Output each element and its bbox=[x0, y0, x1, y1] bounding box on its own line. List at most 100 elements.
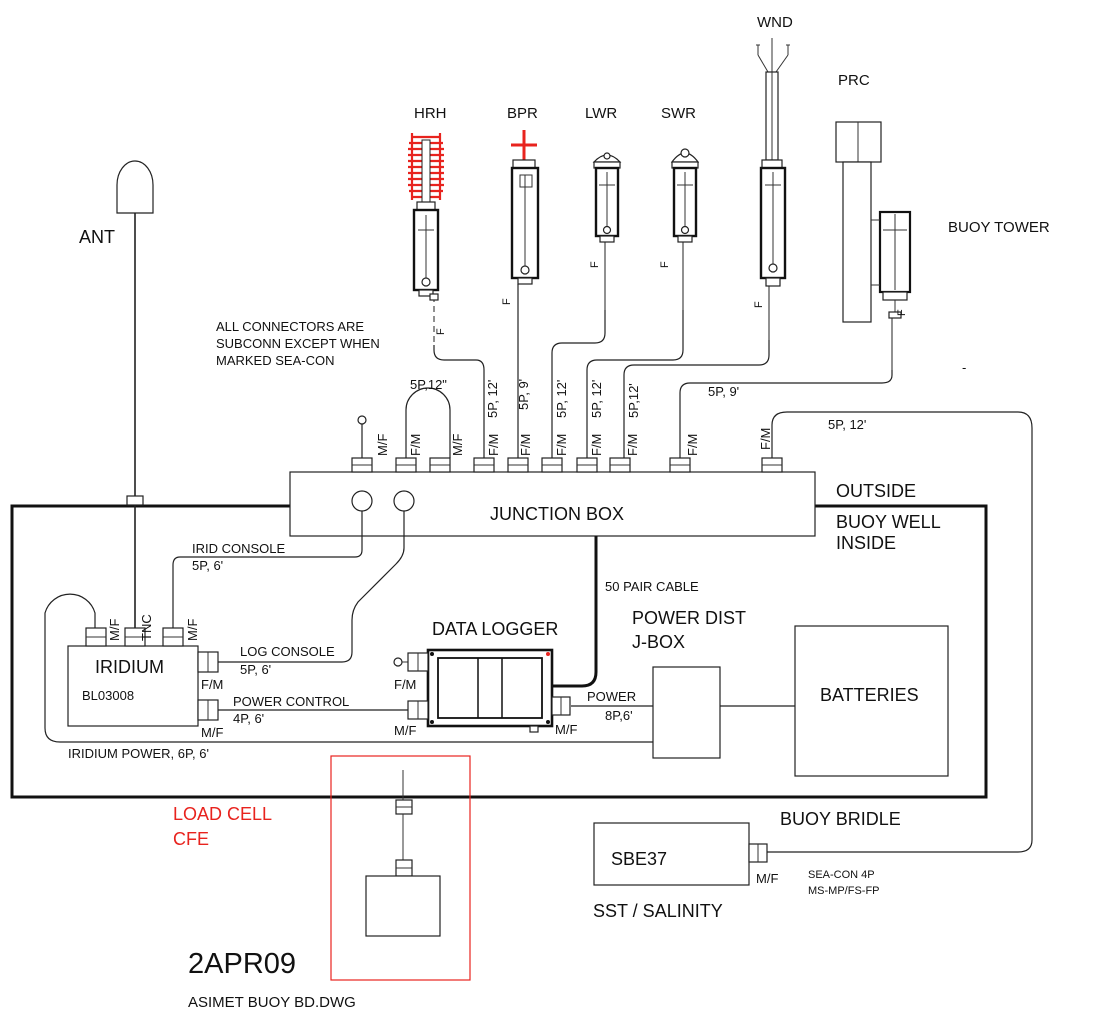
iridium-label: IRIDIUM bbox=[95, 657, 164, 677]
wnd-cable bbox=[623, 340, 770, 458]
sensor-label-lwr: LWR bbox=[585, 105, 617, 122]
lwr-cable-label: 5P, 12' bbox=[554, 380, 569, 418]
bpr-sensor bbox=[510, 130, 540, 460]
load-cell bbox=[330, 755, 471, 981]
sst-salinity-label: SST / SALINITY bbox=[593, 901, 723, 921]
lwr-cable bbox=[551, 310, 606, 458]
junction-penetrator-1 bbox=[351, 490, 373, 512]
iridium-conn-1-gender: M/F bbox=[107, 619, 122, 641]
prc-cable-label: 5P, 9' bbox=[708, 384, 739, 399]
logger-conn-1-gender: F/M bbox=[394, 677, 416, 692]
connector-note-line-2: SUBCONN EXCEPT WHEN bbox=[216, 336, 380, 351]
jb-conn-4-gender: F/M bbox=[486, 434, 501, 456]
sbe37-cable-label: 5P, 12' bbox=[828, 417, 866, 432]
wnd-sensor bbox=[756, 38, 790, 340]
iridium-serial: BL03008 bbox=[82, 688, 134, 703]
jb-conn-9-gender: F/M bbox=[685, 434, 700, 456]
sensor-cables bbox=[357, 310, 1033, 853]
loop-cable bbox=[405, 387, 451, 458]
jb-conn-6-gender: F/M bbox=[554, 434, 569, 456]
fifty-pair-cable bbox=[552, 536, 598, 688]
bpr-cable-label: 5P, 9' bbox=[516, 379, 531, 410]
drawing-filename: ASIMET BUOY BD.DWG bbox=[188, 994, 356, 1011]
logger-conn-2-gender: M/F bbox=[394, 723, 416, 738]
stray-dash-mark: - bbox=[962, 360, 966, 375]
power-control-label: POWER CONTROL bbox=[233, 694, 349, 709]
swr-cable bbox=[586, 310, 684, 458]
swr-cable-label: 5P, 12' bbox=[589, 380, 604, 418]
iridium-tnc-label: TNC bbox=[139, 614, 154, 641]
prc-sensor bbox=[835, 121, 912, 370]
power-dist-label: POWER DIST bbox=[632, 608, 746, 628]
sensor-label-bpr: BPR bbox=[507, 105, 538, 122]
junction-penetrator-2 bbox=[393, 490, 415, 512]
sensor-label-prc: PRC bbox=[838, 72, 870, 89]
hrh-sensor bbox=[408, 133, 444, 345]
iridium-connectors bbox=[85, 627, 219, 721]
log-console-cable bbox=[218, 511, 405, 663]
jb-conn-10-gender: F/M bbox=[758, 428, 773, 450]
seacon-spec-1: SEA-CON 4P bbox=[808, 869, 875, 881]
hrh-cable-label: 5P, 12' bbox=[485, 380, 500, 418]
iridium-conn-3-gender: M/F bbox=[185, 619, 200, 641]
drawing-date: 2APR09 bbox=[188, 948, 296, 980]
data-logger bbox=[407, 648, 571, 733]
jb-conn-7-gender: F/M bbox=[589, 434, 604, 456]
hrh-cable bbox=[433, 345, 485, 458]
log-console-label: LOG CONSOLE bbox=[240, 644, 335, 659]
junction-connectors bbox=[351, 457, 783, 473]
outside-label: OUTSIDE bbox=[836, 481, 916, 501]
logger-conn-3-gender: M/F bbox=[555, 722, 577, 737]
jbox-label: J-BOX bbox=[632, 632, 685, 652]
sbe37-conn-gender: M/F bbox=[756, 871, 778, 886]
power-cable-spec: 8P,6' bbox=[605, 708, 633, 723]
connector-note-line-3: MARKED SEA-CON bbox=[216, 353, 334, 368]
irid-console-label: IRID CONSOLE bbox=[192, 541, 286, 556]
irid-console-spec: 5P, 6' bbox=[192, 558, 223, 573]
irid-console-cable bbox=[172, 511, 363, 628]
antenna-label: ANT bbox=[79, 227, 115, 247]
lwr-female-label: F bbox=[589, 261, 601, 268]
iridium-conn-4-gender: F/M bbox=[201, 677, 223, 692]
batteries-label: BATTERIES bbox=[820, 685, 919, 705]
buoy-bridle-label: BUOY BRIDLE bbox=[780, 809, 901, 829]
power-dist-jbox bbox=[652, 666, 721, 759]
lwr-sensor bbox=[592, 152, 622, 310]
buoy-well-label: BUOY WELL bbox=[836, 512, 941, 532]
cfe-label: CFE bbox=[173, 829, 209, 849]
jb-conn-3-gender: M/F bbox=[450, 434, 465, 456]
prc-female-label: F bbox=[896, 309, 908, 316]
swr-female-label: F bbox=[659, 261, 671, 268]
power-control-spec: 4P, 6' bbox=[233, 711, 264, 726]
wnd-cable-label: 5P,12' bbox=[626, 383, 641, 418]
antenna bbox=[116, 160, 154, 660]
junction-box bbox=[289, 471, 816, 537]
bpr-female-label: F bbox=[501, 298, 513, 305]
internal-cables bbox=[44, 511, 795, 743]
power-cable-label: POWER bbox=[587, 689, 636, 704]
fifty-pair-label: 50 PAIR CABLE bbox=[605, 579, 699, 594]
jb-conn-1-gender: M/F bbox=[375, 434, 390, 456]
log-console-spec: 5P, 6' bbox=[240, 662, 271, 677]
iridium-power-cable bbox=[44, 593, 653, 743]
loop-cable-label: 5P,12" bbox=[410, 377, 447, 392]
jb-conn-5-gender: F/M bbox=[518, 434, 533, 456]
hrh-female-label: F bbox=[435, 328, 447, 335]
iridium-box bbox=[67, 645, 199, 727]
buoy-tower-label: BUOY TOWER bbox=[948, 219, 1050, 236]
sensor-label-swr: SWR bbox=[661, 105, 696, 122]
prc-cable bbox=[679, 370, 893, 458]
sensor-label-wnd: WND bbox=[757, 14, 793, 31]
load-cell-label: LOAD CELL bbox=[173, 804, 272, 824]
sensor-label-hrh: HRH bbox=[414, 105, 447, 122]
iridium-power-label: IRIDIUM POWER, 6P, 6' bbox=[68, 746, 209, 761]
wnd-female-label: F bbox=[753, 301, 765, 308]
swr-sensor bbox=[670, 148, 700, 310]
jb-conn-8-gender: F/M bbox=[625, 434, 640, 456]
iridium-conn-5-gender: M/F bbox=[201, 725, 223, 740]
data-logger-label: DATA LOGGER bbox=[432, 619, 558, 639]
seacon-spec-2: MS-MP/FS-FP bbox=[808, 885, 880, 897]
sbe37-cable bbox=[767, 411, 1033, 853]
jb-conn-2-gender: F/M bbox=[408, 434, 423, 456]
